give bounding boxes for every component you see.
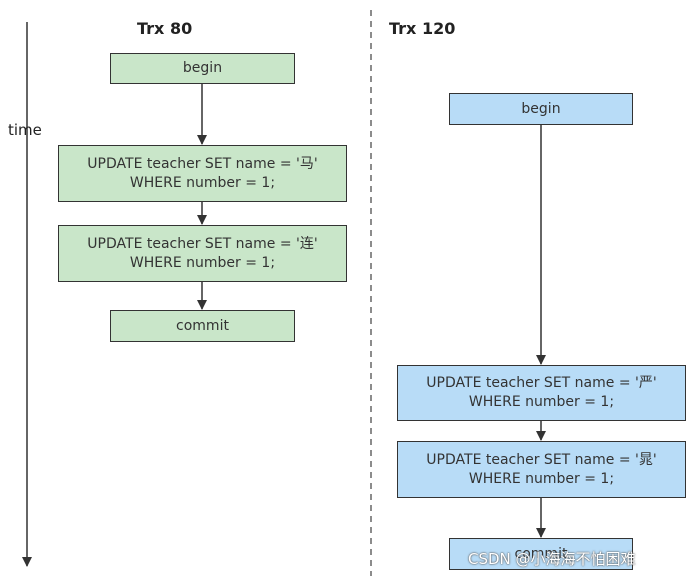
lane-title-trx120: Trx 120 [389,19,456,38]
csdn-watermark: CSDN @小海海不怕困难 [468,550,636,568]
step-line: WHERE number = 1; [468,470,615,487]
step-line: UPDATE teacher SET name = '马' [87,155,318,172]
trx80-step-update-2: UPDATE teacher SET name = '连' WHERE numb… [58,225,347,282]
time-axis-label: time [8,121,42,139]
trx120-step-commit: commit [449,538,633,570]
step-line: WHERE number = 1; [468,394,615,410]
trx80-step-commit: commit [110,310,295,342]
trx120-step-update-1: UPDATE teacher SET name = '严' WHERE numb… [397,365,686,421]
trx80-step-update-1: UPDATE teacher SET name = '马' WHERE numb… [58,145,347,202]
trx80-step-begin: begin [110,53,295,84]
step-line: commit [514,545,568,562]
lane-title-trx80: Trx 80 [137,19,193,38]
step-line: WHERE number = 1; [129,174,276,191]
step-line: begin [182,60,223,76]
trx120-step-begin: begin [449,93,633,125]
step-line: begin [521,100,561,117]
step-line: WHERE number = 1; [129,254,276,271]
step-line: UPDATE teacher SET name = '严' [426,375,657,391]
step-line: UPDATE teacher SET name = '连' [87,235,318,252]
trx120-step-update-2: UPDATE teacher SET name = '晁' WHERE numb… [397,441,686,498]
step-line: commit [176,317,229,334]
step-line: UPDATE teacher SET name = '晁' [426,451,657,468]
